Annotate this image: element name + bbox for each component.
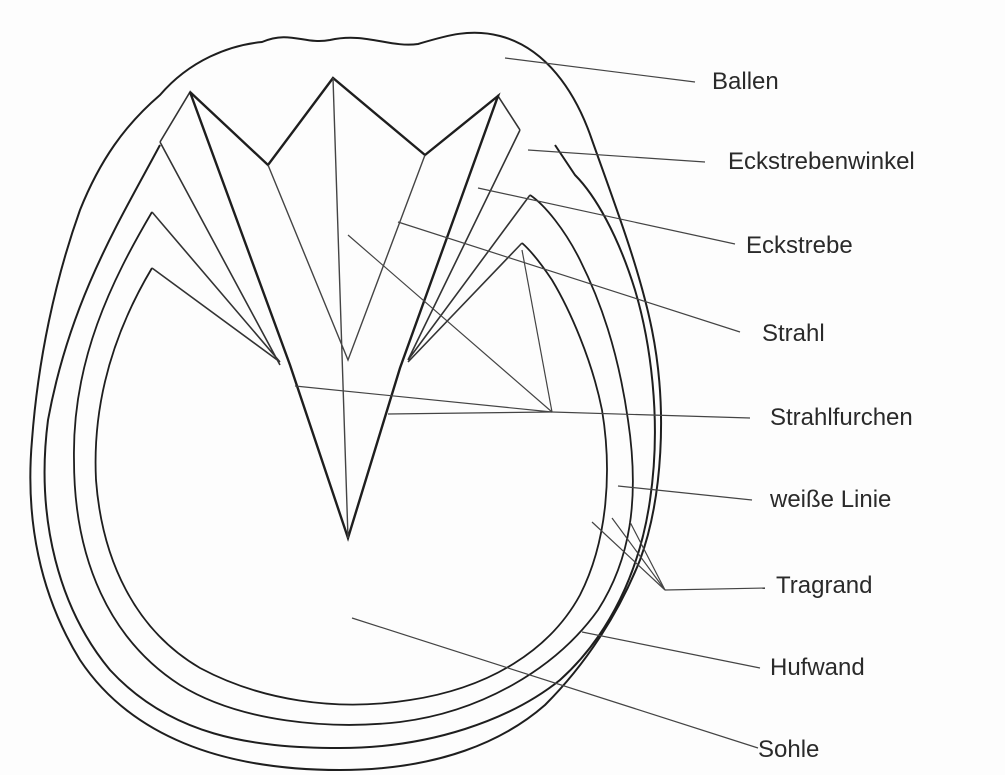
strahl-outline: [190, 78, 498, 538]
label-sohle: Sohle: [758, 738, 819, 762]
weisse-linie-line: [96, 243, 607, 705]
leader-sohle: [352, 618, 758, 748]
strahl-inner: [268, 78, 425, 538]
label-tragrand: Tragrand: [776, 574, 873, 598]
label-strahl: Strahl: [762, 322, 825, 346]
hufwand-line: [45, 145, 655, 748]
leader-strahlfurchen-main: [552, 412, 750, 418]
leader-eckstrebe: [478, 188, 735, 244]
leader-hufwand: [582, 632, 760, 668]
leader-tragrand-3: [630, 522, 665, 590]
eckstrebe-left: [152, 92, 290, 365]
leader-tragrand-2: [612, 518, 665, 590]
label-hufwand: Hufwand: [770, 656, 865, 680]
label-weisse-linie: weiße Linie: [770, 488, 891, 512]
leader-strahlfurchen-3: [295, 386, 552, 412]
label-eckstrebe: Eckstrebe: [746, 234, 853, 258]
leader-eckstrebenwinkel: [528, 150, 705, 162]
leader-weisse-linie: [618, 486, 752, 500]
eckstrebe-right: [400, 96, 530, 368]
leader-ballen: [505, 58, 695, 82]
leader-strahlfurchen-4: [388, 412, 552, 414]
hoof-outer-outline: [30, 33, 661, 770]
label-strahlfurchen: Strahlfurchen: [770, 406, 913, 430]
leader-tragrand-main: [665, 588, 765, 590]
label-eckstrebenwinkel: Eckstrebenwinkel: [728, 150, 915, 174]
label-ballen: Ballen: [712, 70, 779, 94]
